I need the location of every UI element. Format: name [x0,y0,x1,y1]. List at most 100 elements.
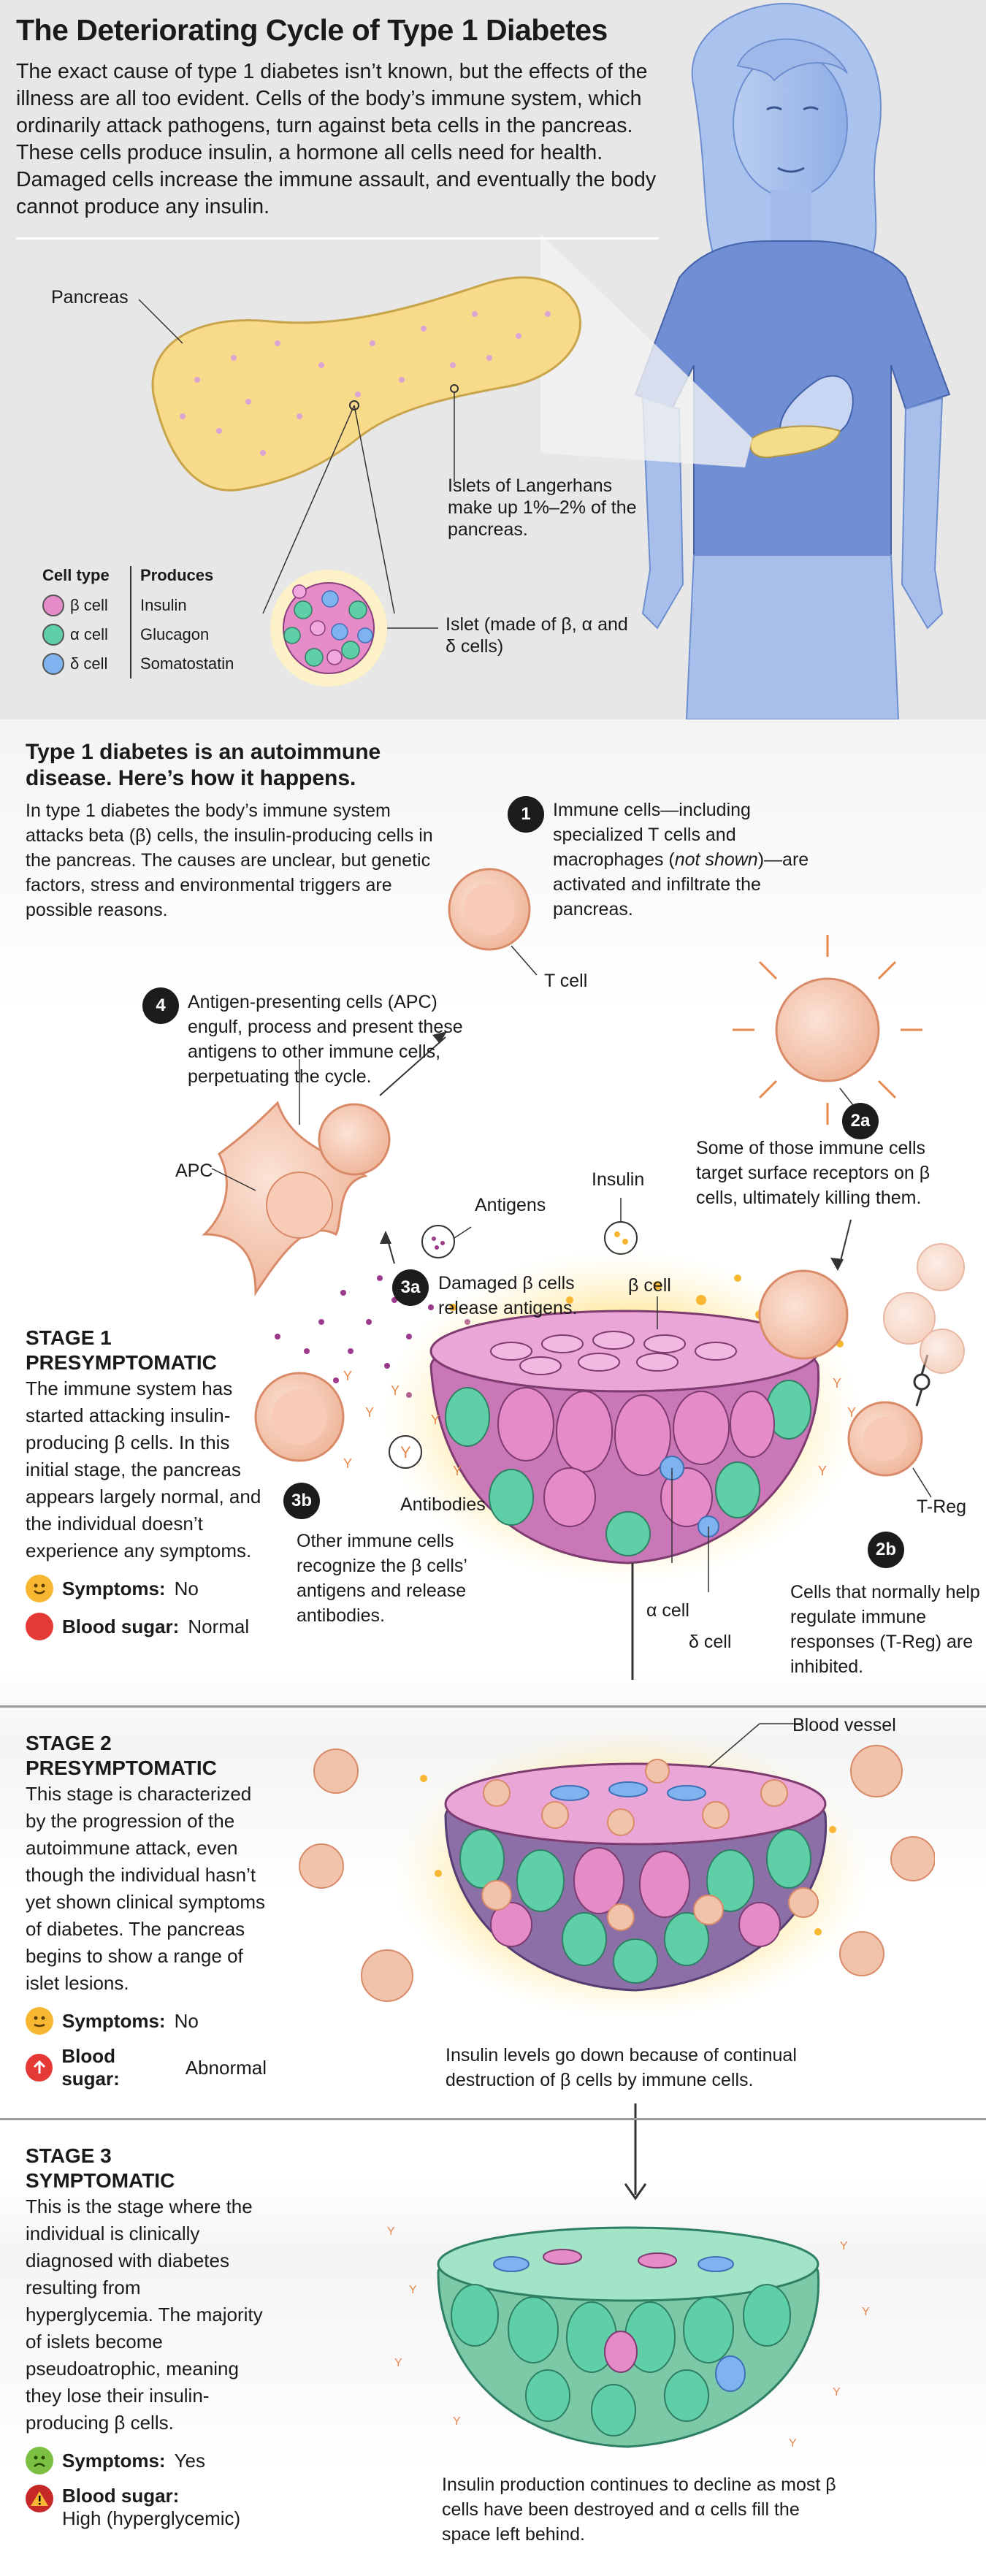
blood-drop-icon [26,1613,53,1640]
svg-text:Y: Y [833,1376,841,1391]
legend-produces: Insulin [130,591,187,620]
svg-text:Y: Y [453,1464,462,1478]
stage-1-title: STAGE 1 [26,1326,112,1349]
blood-vessel-label: Blood vessel [792,1715,896,1735]
legend-produces: Somatostatin [130,649,234,679]
islet-label: Islet (made of β, α and δ cells) [446,614,628,657]
sad-face-icon [26,2447,53,2474]
stage-3-symptoms-label: Symptoms: [62,2449,166,2472]
step-2a-text: Some of those immune cells target surfac… [696,1138,930,1208]
svg-text:Y: Y [409,2284,417,2296]
warning-icon [26,2485,53,2512]
stage-1-blood-sugar: Blood sugar: Normal [26,1613,267,1640]
step-1-badge: 1 [508,796,544,833]
svg-text:Y: Y [818,1464,827,1478]
legend-produces: Glucagon [130,620,209,649]
stage-1-body: The immune system has started attacking … [26,1377,261,1562]
stage-2-title: STAGE 2 [26,1732,112,1754]
pancreas-illustration [139,276,581,687]
antigens-label: Antigens [475,1195,546,1215]
stage-3-blood-sugar: Blood sugar: High (hyperglycemic) [26,2485,267,2530]
legend-cell-type: β cell [70,596,108,614]
stage-3-sugar-value: High (hyperglycemic) [62,2507,241,2529]
step-3b-text: Other immune cells recognize the β cells… [297,1531,467,1626]
neutral-face-icon [26,2007,53,2035]
svg-text:Y: Y [453,2415,461,2428]
step-1-text: Immune cells—including specialized T cel… [553,798,830,922]
legend-rows: β cell Insulin α cell Glucagon δ cell Somatos… [42,591,261,679]
legend-swatch [42,595,64,616]
svg-text:Y: Y [387,2225,395,2238]
stage-3-caption: Insulin production continues to decline … [442,2474,836,2545]
step-4-text: Antigen-presenting cells (APC) engulf, p… [188,992,463,1087]
treg-label: T-Reg [917,1497,967,1517]
legend-cell-type: δ cell [70,654,108,673]
stage-1-subtitle: PRESYMPTOMATIC [26,1351,217,1374]
step-3a-text: Damaged β cells release antigens. [438,1273,578,1318]
smiley-icon [26,1575,53,1602]
stage-2-body: This stage is characterized by the progr… [26,1783,265,1994]
page-title: The Deteriorating Cycle of Type 1 Diabet… [16,13,608,47]
step-1-text-pre: Immune cells—including specialized T cel… [553,800,751,870]
step-2b-badge: 2b [868,1532,904,1568]
stage-separator-1 [0,1705,986,1708]
stage-2-panel: STAGE 2 PRESYMPTOMATIC This stage is cha… [26,1731,267,2090]
delta-cell-label: δ cell [689,1632,732,1652]
stage-3-body: This is the stage where the individual i… [26,2195,263,2434]
legend-swatch [42,624,64,646]
stage-2-sugar-value: Abnormal [185,2056,267,2079]
girl-figure-illustration [634,2,951,719]
svg-text:Y: Y [847,1405,856,1420]
apc-cell [202,1101,368,1296]
stage-1-symptoms-value: No [174,1577,199,1600]
stage-1-sugar-label: Blood sugar: [62,1615,180,1637]
stage-1-panel: STAGE 1 PRESYMPTOMATIC The immune system… [26,1326,267,1640]
stage-3-subtitle: SYMPTOMATIC [26,2169,175,2192]
stage-1-symptoms: Symptoms: No [26,1575,267,1602]
svg-text:Y: Y [391,1383,400,1398]
header-divider [16,237,659,240]
stage-3-sugar-label: Blood sugar: [62,2485,180,2507]
stage-separator-2 [0,2118,986,2120]
svg-text:Y: Y [840,2240,848,2252]
t-cell-label: T cell [544,971,588,991]
stage-3-title: STAGE 3 [26,2144,112,2167]
stage-2-caption: Insulin levels go down because of contin… [446,2045,797,2090]
svg-text:Y: Y [833,2386,841,2399]
step-1-text-em: not shown [674,849,758,870]
intro-paragraph: The exact cause of type 1 diabetes isn’t… [16,60,657,218]
stage-2-symptoms-label: Symptoms: [62,2009,166,2032]
step-4-badge: 4 [142,987,179,1024]
cell-legend: Cell type Produces β cell Insulin α cell Gl… [42,566,261,679]
apc-label: APC [175,1161,213,1181]
stage-2-symptoms: Symptoms: No [26,2007,267,2035]
stage-3-symptoms: Symptoms: Yes [26,2447,267,2474]
stage-1-sugar-value: Normal [188,1615,250,1637]
step-2a-badge: 2a [842,1103,879,1139]
insulin-label: Insulin [592,1169,645,1190]
stage-2-subtitle: PRESYMPTOMATIC [26,1757,217,1779]
legend-row: δ cell Somatostatin [42,649,261,679]
legend-row: α cell Glucagon [42,620,261,649]
svg-text:Y: Y [343,1456,352,1471]
alpha-cell-label: α cell [646,1600,689,1621]
step-3b-badge: 3b [283,1483,320,1519]
beta-cell-label: β cell [628,1275,671,1296]
islet-stage-1 [429,1310,820,1564]
svg-text:Y: Y [789,2437,797,2450]
svg-text:Y: Y [400,1443,411,1461]
islets-label: Islets of Langerhans make up 1%–2% of th… [448,475,637,540]
legend-col-produces: Produces [130,566,213,591]
legend-cell-type: α cell [70,625,108,643]
legend-col-cell: Cell type [42,566,110,584]
svg-text:Y: Y [343,1369,352,1383]
svg-text:Y: Y [394,2357,402,2369]
pancreas-label: Pancreas [51,287,129,307]
step-3a-badge: 3a [392,1269,429,1306]
svg-text:Y: Y [431,1413,440,1427]
step-1-text-post: )—are activated and infiltrate the pancr… [553,849,809,920]
arrow-up-icon [26,2054,53,2082]
islet-stage-2 [299,1723,935,2019]
legend-swatch [42,653,64,675]
